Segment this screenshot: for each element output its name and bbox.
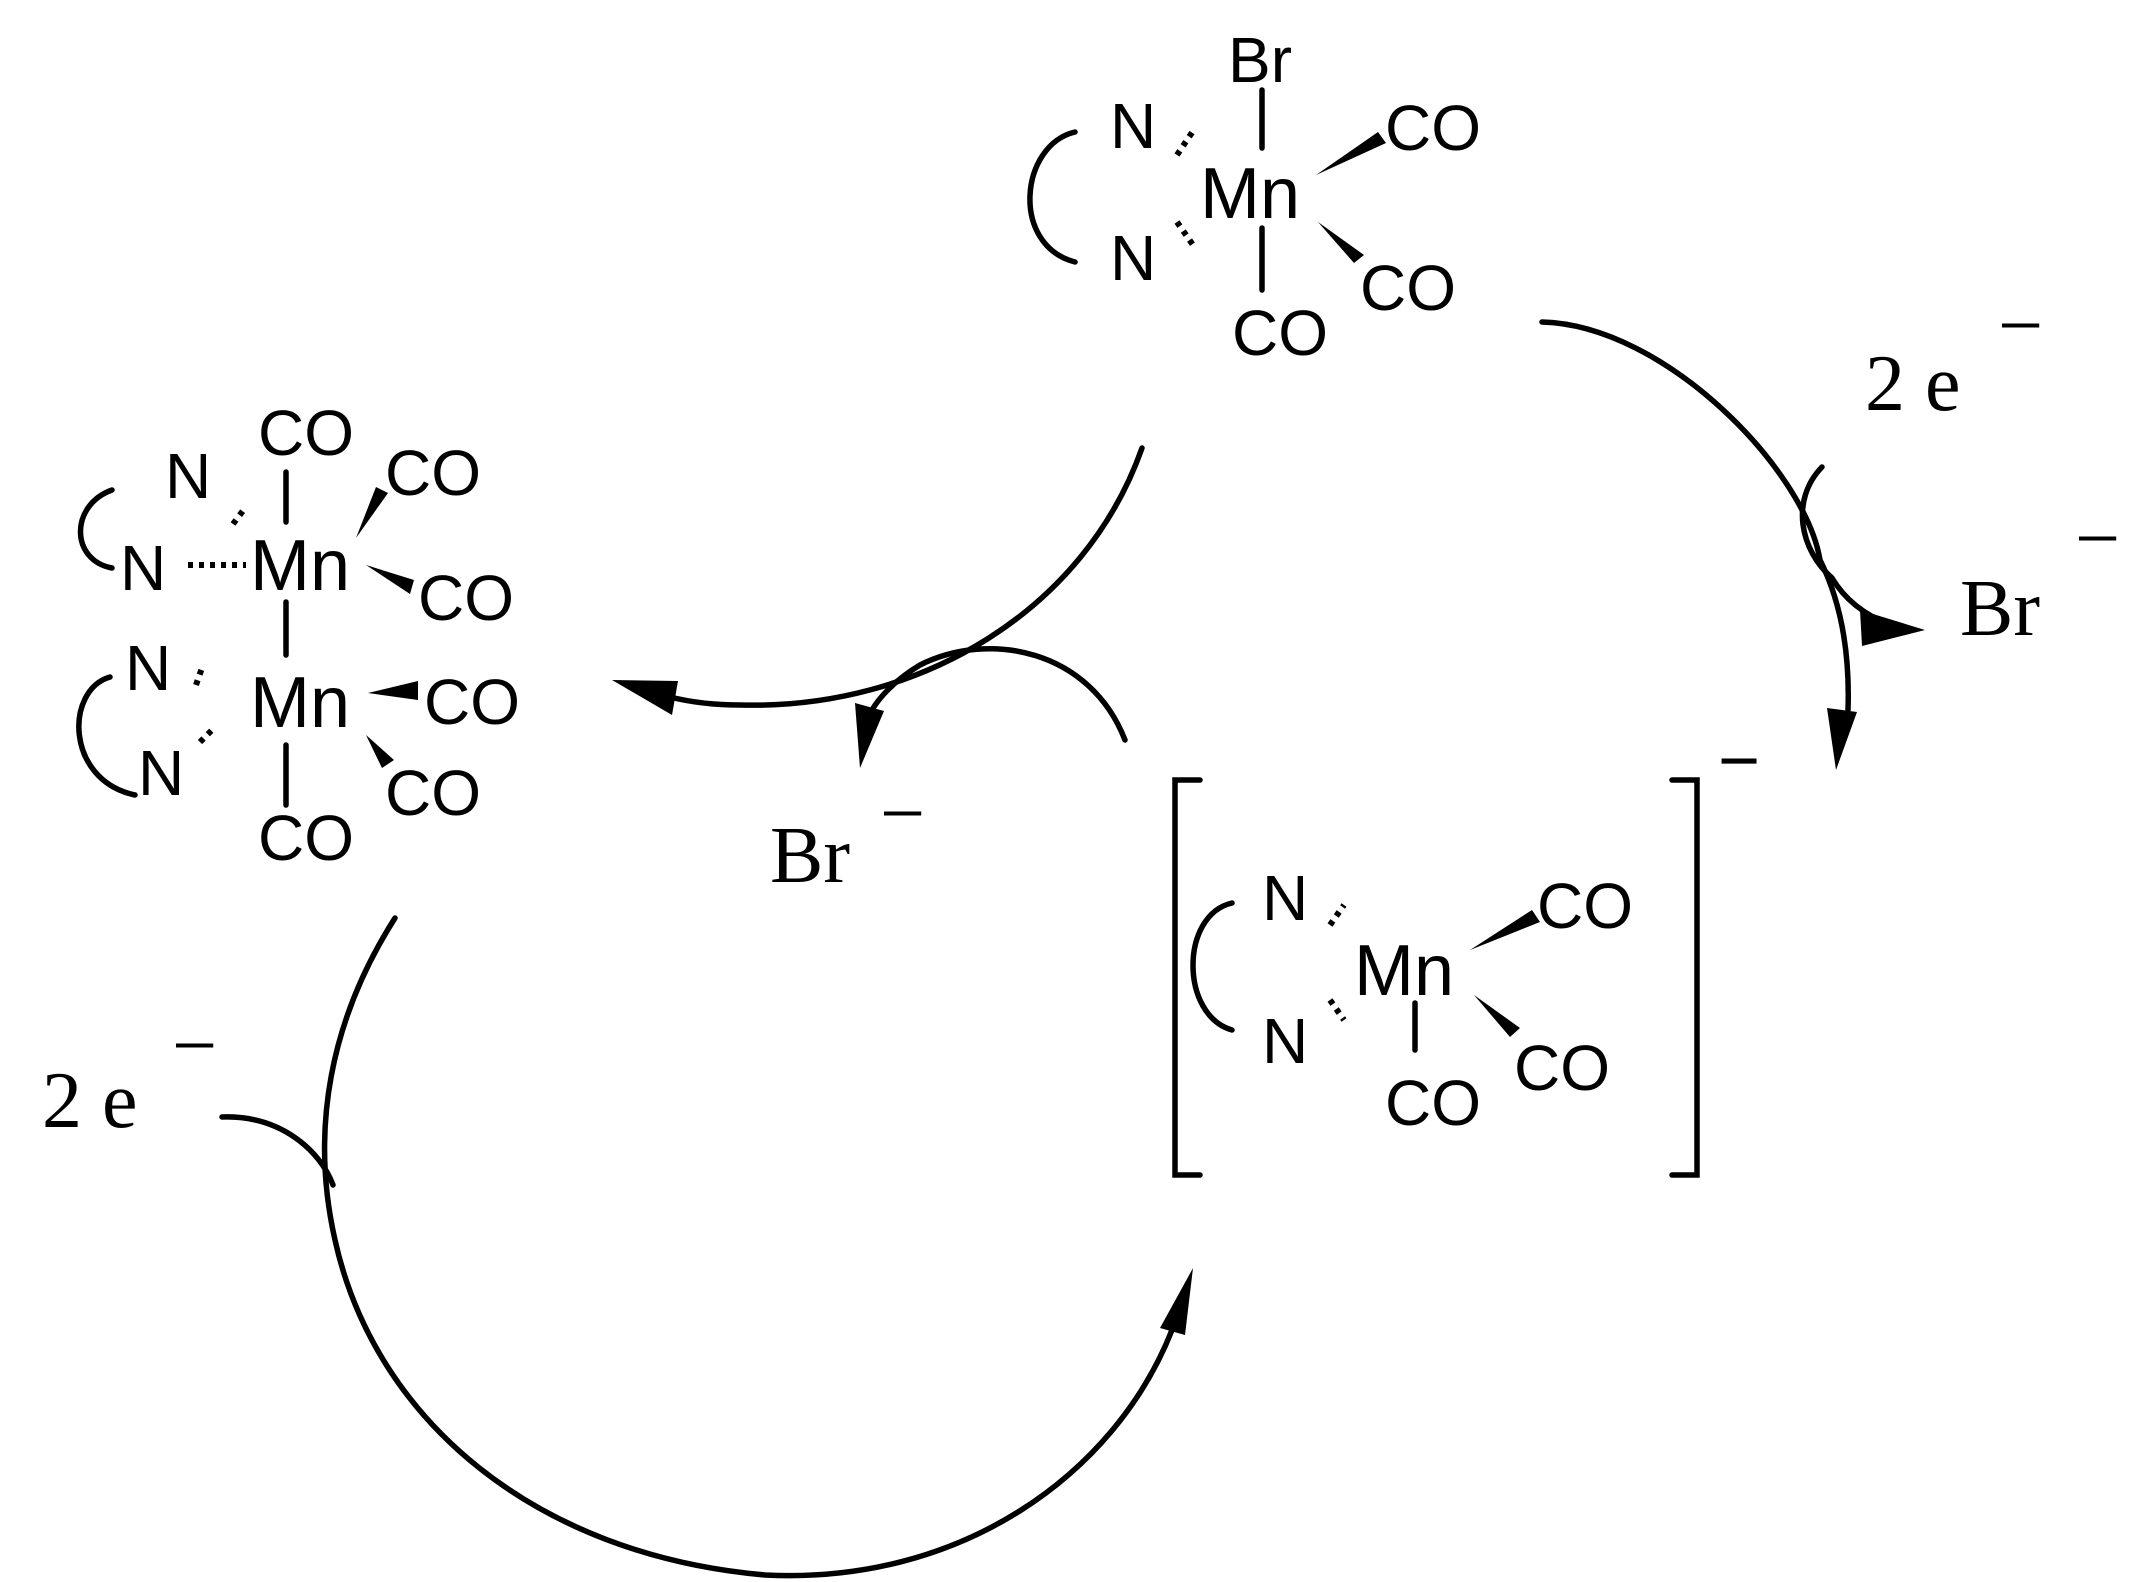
anion-input-curve <box>864 646 1128 743</box>
upper-bipyridine-arc <box>77 487 115 571</box>
bromide-sign-right: − <box>2075 495 2120 583</box>
anion-co-wedge-b <box>1474 995 1520 1037</box>
upper-co-wedge-a <box>356 487 388 538</box>
reduction-arrow-right: 2 e − Br − <box>1539 282 2120 770</box>
lower-n1-hash <box>193 664 206 686</box>
n1-hash-bond <box>1174 129 1196 157</box>
bromide-label-right: Br <box>1960 565 2040 653</box>
n2-label: N <box>1110 222 1156 294</box>
anion-n1-hash <box>1327 903 1347 927</box>
lower-n1-label: N <box>125 632 171 704</box>
anion-n1-label: N <box>1262 862 1308 934</box>
anion-n2-label: N <box>1262 1005 1308 1077</box>
bromide-arrowhead-middle <box>855 703 884 768</box>
left-bracket <box>1172 777 1203 1178</box>
anion-n2-hash <box>1327 998 1347 1022</box>
bipyridine-arc <box>1027 129 1078 265</box>
anion-co-a-label: CO <box>1537 870 1633 942</box>
start-complex: N N Mn Br CO CO CO <box>1027 24 1481 369</box>
anion-co-b-label: CO <box>1514 1032 1610 1104</box>
upper-co-wedge-b <box>366 565 414 594</box>
lower-co-wedge-b <box>366 735 394 768</box>
bromide-label-middle: Br <box>770 812 850 900</box>
co-wedge-lower <box>1318 222 1364 263</box>
electron-input-curve-left <box>219 1114 336 1188</box>
bromide-arrowhead-right <box>1860 610 1925 646</box>
bromide-sign-middle: − <box>880 770 925 858</box>
anion-metal-label: Mn <box>1354 931 1454 1011</box>
upper-n2-label: N <box>120 532 166 604</box>
dimerization-arrowhead <box>612 680 678 715</box>
n1-label: N <box>1110 90 1156 162</box>
reduction-arrowhead-right <box>1827 708 1857 770</box>
manganese-anion: − N N Mn CO CO CO <box>1172 721 1760 1178</box>
co-eq1-label: CO <box>1385 92 1481 164</box>
anion-co-c-label: CO <box>1385 1067 1481 1139</box>
lower-co-a-label: CO <box>424 666 520 738</box>
anion-co-wedge-a <box>1470 910 1540 950</box>
electrons-label-right: 2 e <box>1865 340 1961 428</box>
reduction-arrow-bottom: 2 e − <box>42 915 1193 1579</box>
dimerization-arrow: Br − <box>612 445 1145 900</box>
upper-metal-label: Mn <box>250 526 350 606</box>
upper-co-top-label: CO <box>258 397 354 469</box>
right-bracket <box>1669 777 1700 1178</box>
upper-co-a-label: CO <box>385 437 481 509</box>
co-wedge-upper <box>1316 132 1386 175</box>
lower-co-wedge-a <box>368 681 418 700</box>
electron-input-curve-right <box>1799 464 1835 581</box>
reduction-arc-bottom <box>321 915 1175 1579</box>
upper-n1-label: N <box>165 440 211 512</box>
lower-co-b-label: CO <box>385 757 481 829</box>
co-eq2-label: CO <box>1360 252 1456 324</box>
co-bottom-label: CO <box>1232 297 1328 369</box>
manganese-dimer: N N Mn CO CO CO N N Mn CO CO CO <box>76 397 520 874</box>
reduction-arrowhead-bottom <box>1160 1268 1193 1335</box>
upper-co-b-label: CO <box>418 562 514 634</box>
metal-label: Mn <box>1200 154 1300 234</box>
lower-bipyridine-arc <box>76 674 138 798</box>
lower-n2-label: N <box>138 737 184 809</box>
anion-charge: − <box>1718 721 1760 801</box>
lower-n2-hash <box>197 725 217 745</box>
electrons-label-left: 2 e <box>42 1057 138 1145</box>
electrons-sign-left: − <box>172 1002 217 1090</box>
upper-n1-hash <box>230 506 248 526</box>
lower-metal-label: Mn <box>250 663 350 743</box>
anion-bipyridine-arc <box>1190 900 1235 1033</box>
bromine-label: Br <box>1228 24 1292 96</box>
electrons-sign-right: − <box>1998 282 2043 370</box>
n2-hash-bond <box>1174 220 1196 247</box>
reduction-arc-right <box>1539 319 1851 713</box>
dimerization-arc <box>667 445 1145 708</box>
lower-co-bottom-label: CO <box>258 802 354 874</box>
